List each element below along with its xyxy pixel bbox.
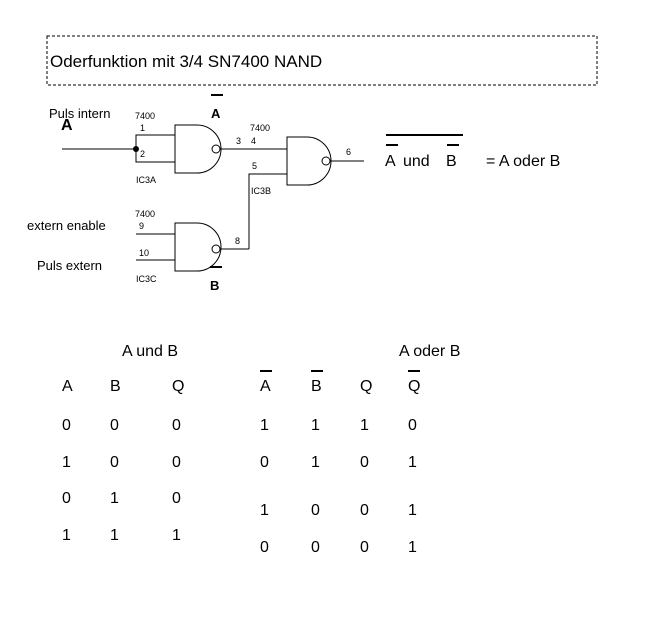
formula-rhs: = A oder B — [486, 153, 560, 170]
table-or-header-abar: A — [260, 378, 271, 395]
ic3a-pin2-label: 2 — [140, 149, 145, 159]
table-or-cell: 1 — [408, 539, 417, 556]
table-and-cell: 0 — [172, 417, 181, 434]
ic3a-nand-gate — [174, 124, 222, 174]
table-and-cell: 1 — [110, 527, 119, 544]
table-or-header-q: Q — [360, 378, 372, 395]
ic3c-ref-label: IC3C — [136, 274, 157, 284]
table-and-header-a: A — [62, 378, 73, 395]
ic3c-output-bubble — [211, 244, 221, 254]
formula-a: A — [385, 153, 396, 170]
table-and-cell: 0 — [110, 454, 119, 471]
table-or-header-bbar: B — [311, 378, 322, 395]
ic3b-ref-label: IC3B — [251, 186, 271, 196]
ic3a-pin2-wire — [135, 149, 175, 163]
title-box — [46, 35, 598, 86]
table-or-header-qbar: Q — [408, 378, 420, 395]
table-and-cell: 1 — [62, 527, 71, 544]
puls-intern-label: Puls intern — [49, 106, 110, 121]
table-and-cell: 0 — [172, 454, 181, 471]
table-or-cell: 0 — [360, 454, 369, 471]
ic3b-pin5-wire — [248, 173, 287, 249]
table-or-cell: 1 — [260, 417, 269, 434]
table-or-cell: 0 — [360, 502, 369, 519]
ic3c-pin10-label: 10 — [139, 248, 149, 258]
table-and-cell: 1 — [110, 490, 119, 507]
ic3c-pin8-label: 8 — [235, 236, 240, 246]
formula-und: und — [403, 153, 430, 170]
table-or-cell: 1 — [408, 502, 417, 519]
puls-extern-label: Puls extern — [37, 258, 102, 273]
table-and-header-b: B — [110, 378, 121, 395]
a-bar-label: A — [211, 106, 221, 121]
table-or-cell: 0 — [311, 539, 320, 556]
ic3b-pin5-label: 5 — [252, 161, 257, 171]
table-and-title: A und B — [122, 343, 178, 360]
table-or-cell: 1 — [408, 454, 417, 471]
extern-enable-label: extern enable — [27, 218, 106, 233]
ic3b-pin6-label: 6 — [346, 147, 351, 157]
table-or-cell: 1 — [311, 417, 320, 434]
ic3a-ref-label: IC3A — [136, 175, 156, 185]
ic3a-pin1-label: 1 — [140, 123, 145, 133]
ic3b-type-label: 7400 — [250, 123, 270, 133]
table-and-cell: 1 — [172, 527, 181, 544]
table-and-header-q: Q — [172, 378, 184, 395]
formula-b: B — [446, 153, 457, 170]
table-or-title: A oder B — [399, 343, 460, 360]
ic3b-nand-gate — [286, 136, 332, 186]
table-and-cell: 0 — [62, 417, 71, 434]
table-and-cell: 0 — [110, 417, 119, 434]
b-bar-label: B — [210, 278, 219, 293]
table-or-cell: 0 — [311, 502, 320, 519]
table-and-cell: 1 — [62, 454, 71, 471]
ic3c-type-label: 7400 — [135, 209, 155, 219]
table-and-cell: 0 — [62, 490, 71, 507]
table-and-cell: 0 — [172, 490, 181, 507]
input-a-label: A — [61, 117, 73, 134]
ic3b-pin4-label: 4 — [251, 136, 256, 146]
ic3a-output-bubble — [211, 144, 221, 154]
ic3b-output-bubble — [321, 156, 331, 166]
table-or-cell: 0 — [260, 539, 269, 556]
page-title: Oderfunktion mit 3/4 SN7400 NAND — [50, 52, 322, 71]
ic3a-type-label: 7400 — [135, 111, 155, 121]
ic3a-pin3-label: 3 — [236, 136, 241, 146]
table-or-cell: 0 — [260, 454, 269, 471]
table-or-cell: 1 — [260, 502, 269, 519]
table-or-cell: 1 — [311, 454, 320, 471]
ic3a-pin1-wire — [135, 134, 175, 149]
ic3c-pin9-label: 9 — [139, 221, 144, 231]
table-or-cell: 0 — [360, 539, 369, 556]
table-or-cell: 1 — [360, 417, 369, 434]
table-or-cell: 0 — [408, 417, 417, 434]
